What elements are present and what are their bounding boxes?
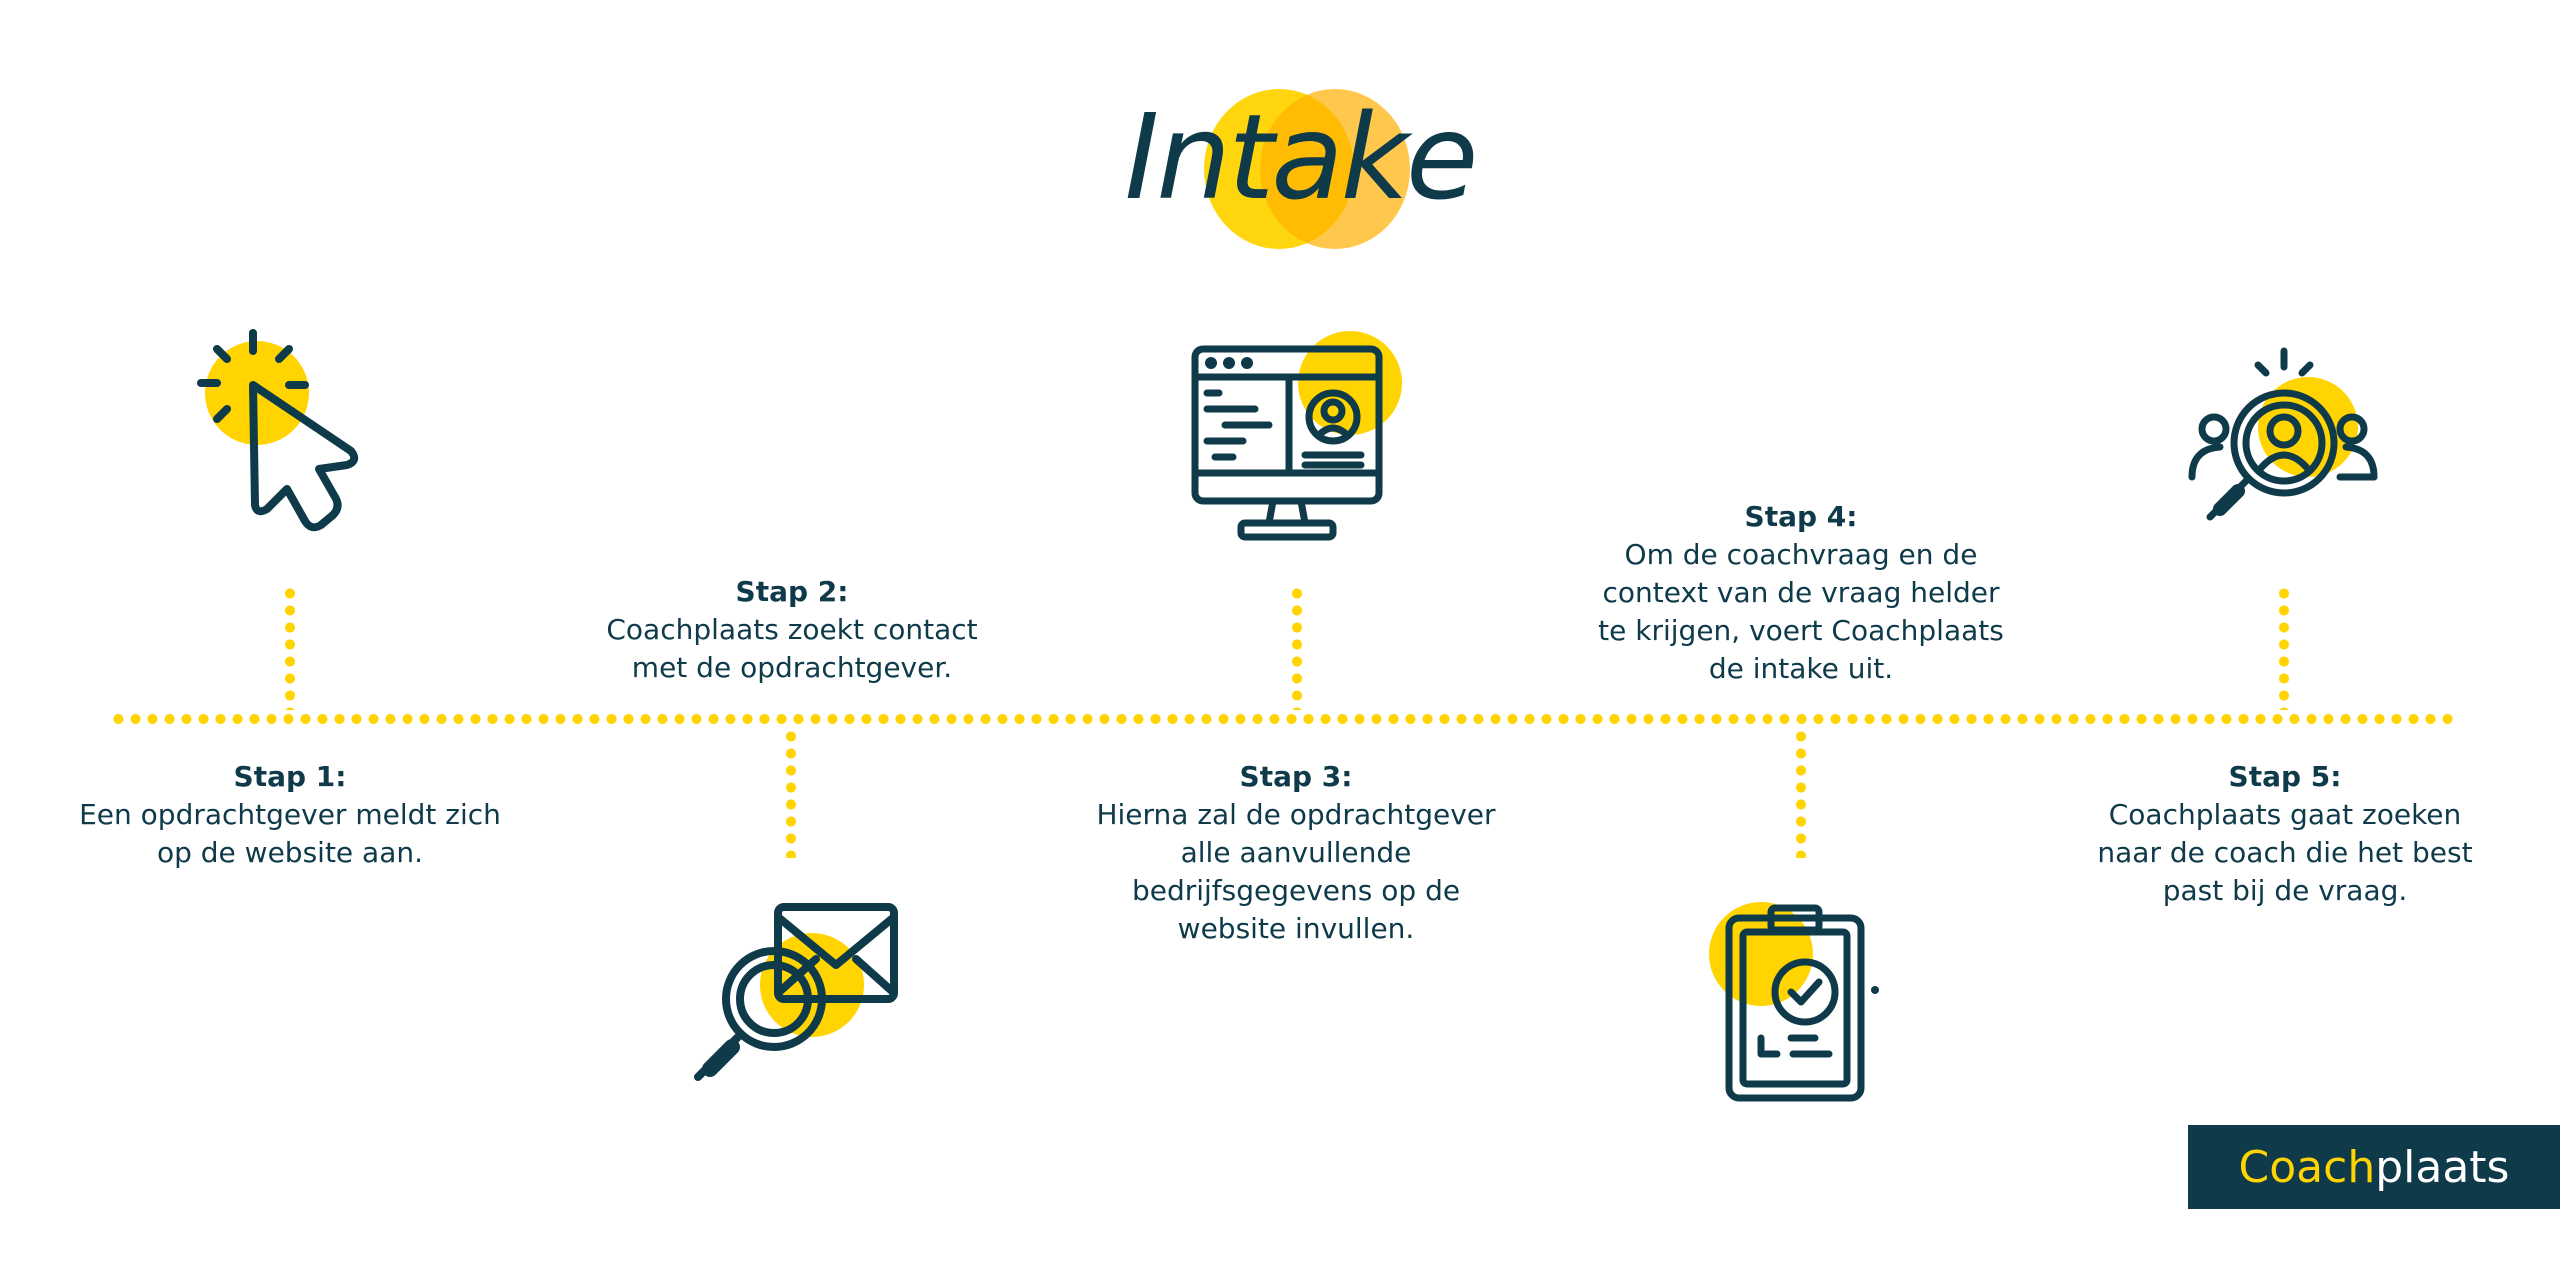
title-block: Intake — [1100, 60, 1500, 260]
cursor-click-icon — [195, 325, 375, 545]
people-search-icon — [2180, 345, 2400, 545]
title-accent-circle — [1260, 89, 1410, 249]
step-5-text: Stap 5: Coachplaats gaat zoeken naar de … — [2065, 758, 2505, 910]
step-3-description: Hierna zal de opdrachtgever alle aanvull… — [1096, 798, 1496, 945]
step-1-title: Stap 1: — [233, 760, 347, 793]
page-title: Intake — [1124, 88, 1478, 226]
step-2-title: Stap 2: — [735, 575, 849, 608]
envelope-search-icon — [680, 895, 900, 1095]
brand-logo-part-2: plaats — [2375, 1141, 2510, 1193]
connector-step-2 — [784, 728, 798, 858]
connector-step-5 — [2277, 585, 2291, 710]
step-5-title: Stap 5: — [2228, 760, 2342, 793]
step-3-title: Stap 3: — [1239, 760, 1353, 793]
step-1-description: Een opdrachtgever meldt zich op de websi… — [79, 798, 501, 869]
step-3-text: Stap 3: Hierna zal de opdrachtgever alle… — [1076, 758, 1516, 948]
step-2-text: Stap 2: Coachplaats zoekt contact met de… — [572, 573, 1012, 687]
timeline-line — [110, 712, 2455, 726]
step-5-description: Coachplaats gaat zoeken naar de coach di… — [2097, 798, 2473, 907]
step-4-title: Stap 4: — [1744, 500, 1858, 533]
step-4-description: Om de coachvraag en de context van de vr… — [1598, 538, 2004, 685]
brand-logo-part-1: Coach — [2238, 1141, 2376, 1193]
monitor-profile-icon — [1185, 325, 1415, 545]
step-1-text: Stap 1: Een opdrachtgever meldt zich op … — [70, 758, 510, 872]
step-4-text: Stap 4: Om de coachvraag en de context v… — [1581, 498, 2021, 688]
connector-step-1 — [283, 585, 297, 710]
step-2-description: Coachplaats zoekt contact met de opdrach… — [606, 613, 978, 684]
clipboard-check-icon — [1705, 898, 1885, 1108]
connector-step-4 — [1794, 728, 1808, 858]
connector-step-3 — [1290, 585, 1304, 710]
